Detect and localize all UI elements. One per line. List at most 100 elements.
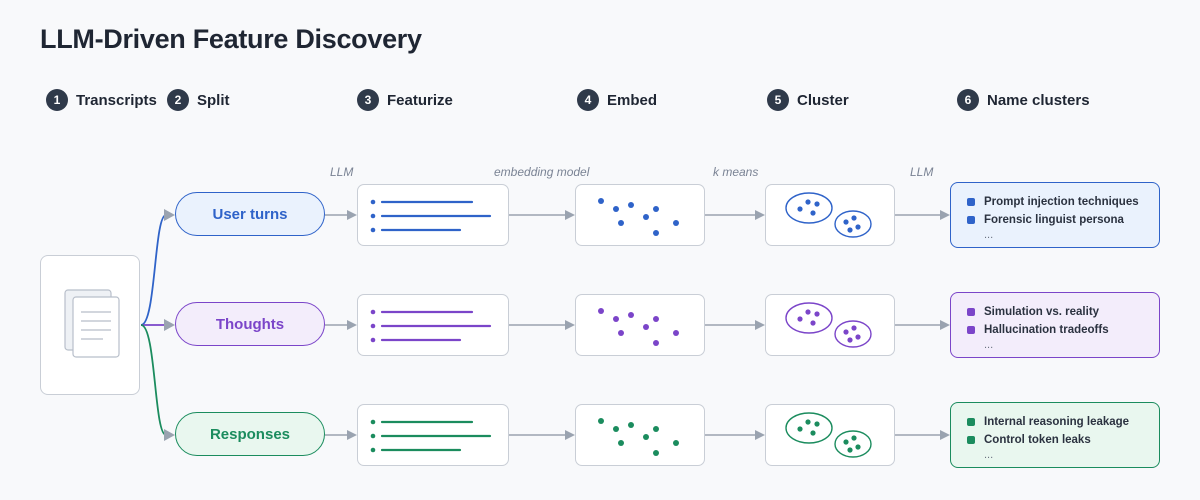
cluster-point	[843, 329, 849, 335]
cluster-name: Prompt injection techniques	[967, 193, 1159, 211]
bullet-dot	[370, 213, 376, 219]
step-number: 6	[957, 89, 979, 111]
embedding-point	[653, 316, 659, 322]
clusters-icon	[785, 412, 872, 458]
step-number: 1	[46, 89, 68, 111]
embedding-point	[653, 206, 659, 212]
cluster-point	[847, 227, 853, 233]
more-ellipsis: ...	[984, 449, 994, 461]
cluster-box-user-turns	[765, 184, 895, 246]
embedding-point	[613, 426, 619, 432]
cluster-ellipse	[834, 430, 872, 458]
embedding-point	[628, 312, 634, 318]
scatter-points-icon	[598, 198, 679, 236]
step-cluster: 5 Cluster	[767, 89, 849, 111]
cluster-point	[797, 316, 803, 322]
split-connector	[140, 214, 167, 326]
embedding-point	[618, 440, 624, 446]
feature-lines-icon	[370, 419, 492, 453]
embedding-point	[598, 308, 604, 314]
embedding-point	[653, 340, 659, 346]
cluster-point	[805, 199, 811, 205]
clusters-icon	[785, 302, 872, 348]
embedding-point	[643, 324, 649, 330]
transcripts-box	[40, 255, 140, 395]
embedding-point	[628, 202, 634, 208]
embed-box-thoughts	[575, 294, 705, 356]
embedding-point	[613, 316, 619, 322]
bullet-dot	[370, 309, 376, 315]
bullet-icon	[967, 308, 975, 316]
more-ellipsis: ...	[984, 339, 994, 351]
cluster-box-thoughts	[765, 294, 895, 356]
embedding-point	[613, 206, 619, 212]
cluster-point	[814, 201, 820, 207]
bullet-icon	[967, 418, 975, 426]
named-clusters-user-turns: Prompt injection techniques Forensic lin…	[950, 182, 1160, 248]
step-name-clusters: 6 Name clusters	[957, 89, 1090, 111]
cluster-point	[797, 426, 803, 432]
embed-box-user-turns	[575, 184, 705, 246]
named-clusters-thoughts: Simulation vs. reality Hallucination tra…	[950, 292, 1160, 358]
arrowhead-icon	[164, 209, 175, 221]
cluster-ellipse	[785, 412, 833, 444]
embedding-point	[673, 330, 679, 336]
documents-icon	[64, 289, 120, 358]
cluster-point	[847, 447, 853, 453]
bullet-dot	[370, 419, 376, 425]
cluster-point	[851, 325, 857, 331]
cluster-point	[814, 421, 820, 427]
cluster-point	[843, 439, 849, 445]
note-featurize: LLM	[330, 165, 354, 179]
cluster-point	[814, 311, 820, 317]
step-number: 4	[577, 89, 599, 111]
embedding-point	[643, 434, 649, 440]
embedding-point	[653, 450, 659, 456]
cluster-ellipse	[834, 210, 872, 238]
split-responses: Responses	[175, 412, 325, 456]
cluster-name: Internal reasoning leakage	[967, 413, 1159, 431]
step-label: Cluster	[797, 91, 849, 109]
step-embed: 4 Embed	[577, 89, 657, 111]
bullet-dot	[370, 227, 376, 233]
bullet-dot	[370, 433, 376, 439]
step-number: 2	[167, 89, 189, 111]
cluster-name: Forensic linguist persona	[967, 211, 1159, 229]
cluster-ellipse	[785, 302, 833, 334]
more-ellipsis: ...	[984, 229, 994, 241]
cluster-point	[810, 320, 816, 326]
cluster-point	[855, 334, 861, 340]
embedding-point	[653, 230, 659, 236]
arrowhead-icon	[164, 319, 175, 331]
embedding-point	[673, 220, 679, 226]
step-label: Embed	[607, 91, 658, 109]
step-label: Transcripts	[76, 91, 157, 109]
embedding-point	[653, 426, 659, 432]
embedding-point	[618, 330, 624, 336]
embedding-point	[673, 440, 679, 446]
bullet-icon	[967, 436, 975, 444]
step-label: Featurize	[387, 91, 453, 109]
cluster-point	[810, 210, 816, 216]
bullet-dot	[370, 337, 376, 343]
bullet-icon	[967, 198, 975, 206]
page-title: LLM-Driven Feature Discovery	[40, 24, 422, 54]
embedding-point	[628, 422, 634, 428]
note-name: LLM	[910, 165, 934, 179]
cluster-point	[851, 435, 857, 441]
step-label: Split	[197, 91, 230, 109]
embedding-point	[598, 198, 604, 204]
note-cluster: k means	[713, 165, 759, 179]
split-thoughts: Thoughts	[175, 302, 325, 346]
step-number: 5	[767, 89, 789, 111]
step-split: 2 Split	[167, 89, 230, 111]
step-number: 3	[357, 89, 379, 111]
featurize-box-user-turns	[357, 184, 509, 246]
feature-lines-icon	[370, 199, 492, 233]
bullet-dot	[370, 323, 376, 329]
note-embed: embedding model	[494, 165, 590, 179]
cluster-point	[851, 215, 857, 221]
bullet-dot	[370, 447, 376, 453]
split-user-turns: User turns	[175, 192, 325, 236]
